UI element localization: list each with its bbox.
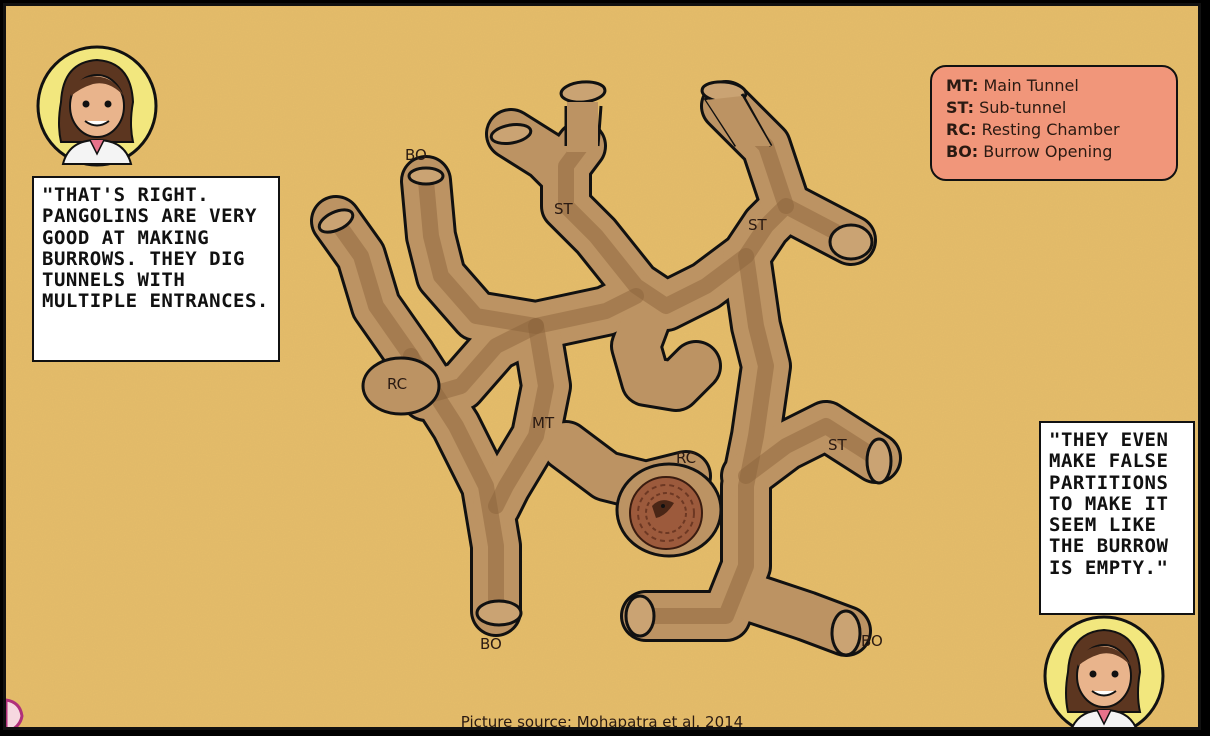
legend-item: BO: Burrow Opening	[946, 141, 1162, 163]
label-st-right: ST	[828, 436, 848, 454]
label-mt: MT	[532, 414, 555, 432]
opening-top	[560, 80, 606, 104]
legend-box: MT: Main Tunnel ST: Sub-tunnel RC: Resti…	[930, 65, 1178, 181]
legend-text: Sub-tunnel	[979, 98, 1066, 117]
legend-abbr: RC:	[946, 120, 976, 139]
label-rc-left: RC	[387, 375, 407, 393]
opening-bottom-right	[832, 611, 860, 655]
label-st-top-left: ST	[554, 200, 574, 218]
speech-bubble-left: "That's right. Pangolins are very good a…	[32, 176, 280, 362]
label-rc-center: RC	[676, 449, 696, 467]
label-bo-bottom-left: BO	[480, 635, 502, 653]
opening-bottom-center	[626, 596, 654, 636]
legend-text: Resting Chamber	[982, 120, 1120, 139]
opening-bottom-left	[477, 601, 521, 625]
opening-top-left	[409, 168, 443, 184]
legend-item: MT: Main Tunnel	[946, 75, 1162, 97]
label-st-top-right: ST	[748, 216, 768, 234]
legend-text: Burrow Opening	[983, 142, 1112, 161]
legend-text: Main Tunnel	[983, 76, 1078, 95]
scientist-avatar-top	[35, 44, 159, 168]
legend-item: ST: Sub-tunnel	[946, 97, 1162, 119]
opening-mid-right	[867, 439, 891, 483]
legend-abbr: MT:	[946, 76, 978, 95]
legend-abbr: BO:	[946, 142, 978, 161]
label-bo-bottom-right: BO	[861, 632, 883, 650]
picture-source-caption: Picture source: Mohapatra et al. 2014	[6, 713, 1198, 730]
legend-abbr: ST:	[946, 98, 974, 117]
label-bo-top: BO	[405, 146, 427, 164]
opening-right	[830, 225, 872, 259]
legend-item: RC: Resting Chamber	[946, 119, 1162, 141]
pangolin-curled	[630, 477, 702, 549]
speech-bubble-right: "They even make false partitions to make…	[1039, 421, 1195, 615]
comic-panel: BO ST ST RC MT RC ST BO BO "That's right…	[3, 3, 1201, 730]
